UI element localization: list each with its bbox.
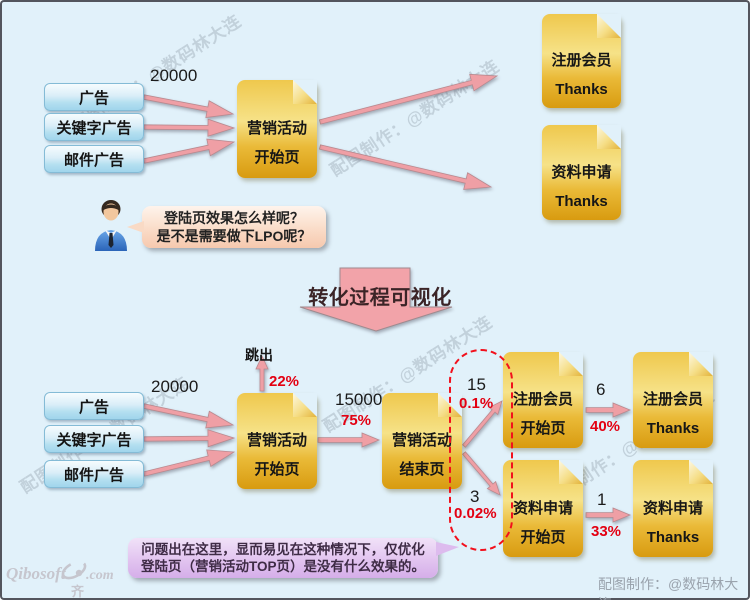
doc-line: Thanks: [646, 420, 700, 437]
highlight-dashed-oval: [449, 349, 513, 551]
doc-line: 注册会员: [642, 391, 703, 408]
question-line: 登陆页效果怎么样呢？: [164, 210, 304, 226]
doc-line: 资料申请: [642, 499, 703, 517]
credit-text: 配图制作：@数码林大连: [598, 576, 739, 600]
arrow-end-to-reg-start: [462, 400, 503, 448]
arrow-bottom-email-to-start: [143, 449, 236, 477]
bounce-rate: 22%: [269, 373, 300, 390]
bottom-source-email-ad: 邮件广告: [44, 460, 144, 488]
reg-thanks-count: 6: [596, 380, 606, 399]
bottom-visits-count: 20000: [151, 377, 199, 396]
doc-line: 开始页: [520, 528, 566, 546]
doc-line: 开始页: [254, 149, 300, 166]
bottom-source-keyword-ad-label: 关键字广告: [56, 431, 132, 449]
logo-com: .com: [86, 568, 114, 583]
doc-line: 开始页: [254, 461, 300, 478]
app-thanks-count: 1: [597, 490, 607, 509]
doc-line: Thanks: [555, 192, 608, 210]
doc-line: 营销活动: [246, 120, 307, 137]
top-source-keyword-ad: 关键字广告: [44, 113, 144, 141]
doc-line: 注册会员: [551, 52, 612, 69]
person-icon: [95, 200, 127, 251]
top-source-email-ad-label: 邮件广告: [63, 151, 124, 169]
reg-start-rate: 0.1%: [459, 395, 494, 412]
doc-line: 结束页: [399, 461, 445, 478]
bottom-source-keyword-ad: 关键字广告: [44, 425, 144, 453]
arrow-app-start-to-thanks: [585, 507, 632, 523]
arrow-bottom-keyword-to-start: [143, 429, 236, 448]
bottom-source-ad-label: 广告: [78, 398, 109, 416]
app-start-rate: 0.02%: [454, 505, 497, 522]
top-doc-apply-thanks: 资料申请 Thanks: [542, 125, 621, 220]
arrow-top-email-to-start: [143, 138, 236, 164]
logo-cn: 齐博软件: [71, 584, 85, 599]
doc-line: 开始页: [520, 420, 566, 437]
to-end-count: 15000: [335, 390, 383, 409]
app-thanks-rate: 33%: [591, 523, 622, 540]
doc-line: 资料申请: [551, 163, 612, 181]
top-doc-register-thanks: 注册会员 Thanks: [542, 14, 621, 108]
reg-thanks-rate: 40%: [590, 418, 621, 435]
banner-down-arrow: [299, 267, 453, 332]
arrow-top-start-to-register: [318, 73, 499, 125]
to-end-rate: 75%: [341, 412, 372, 429]
bottom-doc-campaign-end: 营销活动结束页: [382, 393, 462, 489]
note-line: 问题出在这里，显而易见在这种情况下，仅优化: [141, 542, 425, 557]
app-start-count: 3: [470, 487, 480, 506]
arrow-end-to-app-start: [462, 451, 501, 496]
doc-apply-thanks: 资料申请 Thanks: [633, 460, 713, 557]
doc-line: 营销活动: [391, 432, 452, 449]
doc-line: Thanks: [646, 528, 700, 546]
bottom-source-ad: 广告: [44, 392, 144, 420]
bottom-source-email-ad-label: 邮件广告: [63, 466, 124, 484]
logo-name: Qibosoft: [6, 564, 66, 583]
top-doc-campaign-start: 营销活动开始页: [237, 80, 317, 178]
note-line: 登陆页（营销活动TOP页）是没有什么效果的。: [140, 559, 425, 574]
doc-line: 营销活动: [246, 432, 307, 449]
top-source-email-ad: 邮件广告: [44, 145, 144, 173]
arrow-top-ad-to-start: [143, 94, 235, 118]
doc-line: 资料申请: [512, 499, 573, 517]
question-bubble: 登陆页效果怎么样呢？ 是不是需要做下LPO呢？: [127, 206, 326, 248]
question-line: 是不是需要做下LPO呢？: [156, 228, 312, 244]
bounce-label: 跳出: [245, 347, 273, 363]
problem-note-bubble: 问题出在这里，显而易见在这种情况下，仅优化 登陆页（营销活动TOP页）是没有什么…: [128, 538, 459, 578]
logo-swoosh-icon: [61, 560, 87, 580]
arrow-top-start-to-apply: [319, 144, 493, 190]
doc-apply-start: 资料申请开始页: [503, 460, 583, 557]
doc-line: Thanks: [555, 81, 608, 98]
top-source-ad: 广告: [44, 83, 144, 111]
top-visits-count: 20000: [150, 66, 198, 85]
bottom-doc-campaign-start: 营销活动开始页: [237, 393, 317, 489]
top-source-keyword-ad-label: 关键字广告: [56, 119, 132, 137]
banner-title: 转化过程可视化: [308, 287, 452, 309]
arrow-start-to-end: [317, 432, 381, 448]
doc-register-start: 注册会员开始页: [503, 352, 583, 448]
top-source-ad-label: 广告: [78, 89, 109, 107]
arrow-bottom-ad-to-start: [143, 403, 235, 429]
doc-line: 注册会员: [512, 391, 573, 408]
arrow-bounce-up: [255, 355, 269, 392]
arrow-top-keyword-to-start: [143, 118, 236, 137]
arrow-reg-start-to-thanks: [585, 402, 632, 418]
doc-register-thanks: 注册会员 Thanks: [633, 352, 713, 448]
